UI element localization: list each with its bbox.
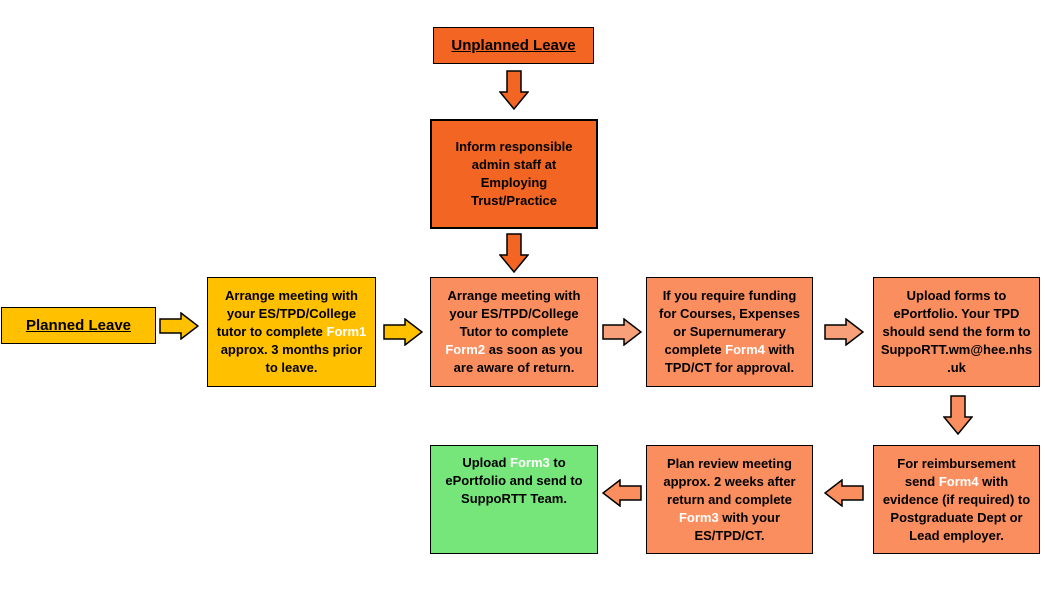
review-post-text: with your ES/TPD/CT. — [694, 509, 781, 543]
final-form3-label: Form3 — [510, 455, 550, 470]
down-arrow-icon — [499, 70, 529, 110]
down-arrow-icon — [499, 233, 529, 273]
reimburse-post-text: with evidence (if required) to Postgradu… — [882, 473, 1031, 543]
upload-forms-text: Upload forms to ePortfolio. Your TPD sho… — [880, 288, 1033, 375]
upload-forms-box: Upload forms to ePortfolio. Your TPD sho… — [873, 277, 1040, 387]
inform-admin-box: Inform responsible admin staff at Employ… — [430, 119, 598, 229]
planned-leave-title: Planned Leave — [1, 307, 156, 344]
left-arrow-icon — [824, 479, 864, 507]
down-arrow-icon — [943, 395, 973, 435]
review-form3-label: Form3 — [678, 509, 719, 525]
left-arrow-icon — [602, 479, 642, 507]
form4-funding-label: Form4 — [725, 342, 765, 357]
right-arrow-icon — [824, 318, 864, 346]
form2-label: Form2 — [445, 342, 486, 357]
form2-pre-text: Arrange meeting with your ES/TPD/College… — [447, 288, 581, 339]
form2-meeting-box: Arrange meeting with your ES/TPD/College… — [430, 277, 598, 387]
right-arrow-icon — [159, 312, 199, 340]
unplanned-leave-title: Unplanned Leave — [433, 27, 594, 64]
form1-label: Form1 — [326, 324, 367, 339]
form4-funding-post-text: with TPD/CT for approval. — [664, 342, 795, 375]
review-meeting-box: Plan review meeting approx. 2 weeks afte… — [646, 445, 813, 554]
review-pre-text: Plan review meeting approx. 2 weeks afte… — [663, 455, 796, 507]
form1-post-text: approx. 3 months prior to leave. — [220, 342, 363, 375]
right-arrow-icon — [383, 318, 423, 346]
form2-post-text: as soon as you are aware of return. — [453, 342, 583, 375]
form1-pre-text: Arrange meeting with your ES/TPD/College… — [216, 288, 358, 339]
reimburse-pre-text: For reimbursement send — [897, 455, 1016, 489]
final-post-text: to ePortfolio and send to SuppoRTT Team. — [445, 455, 583, 506]
inform-admin-text: Inform responsible admin staff at Employ… — [455, 139, 573, 208]
form4-funding-pre-text: If you require funding for Courses, Expe… — [659, 288, 800, 357]
form4-funding-box: If you require funding for Courses, Expe… — [646, 277, 813, 387]
form1-meeting-box: Arrange meeting with your ES/TPD/College… — [207, 277, 376, 387]
upload-form3-box: Upload Form3 to ePortfolio and send to S… — [430, 445, 598, 554]
final-pre-text: Upload — [462, 455, 511, 470]
reimburse-form4-label: Form4 — [938, 473, 979, 489]
right-arrow-icon — [602, 318, 642, 346]
reimbursement-box: For reimbursement send Form4 with eviden… — [873, 445, 1040, 554]
